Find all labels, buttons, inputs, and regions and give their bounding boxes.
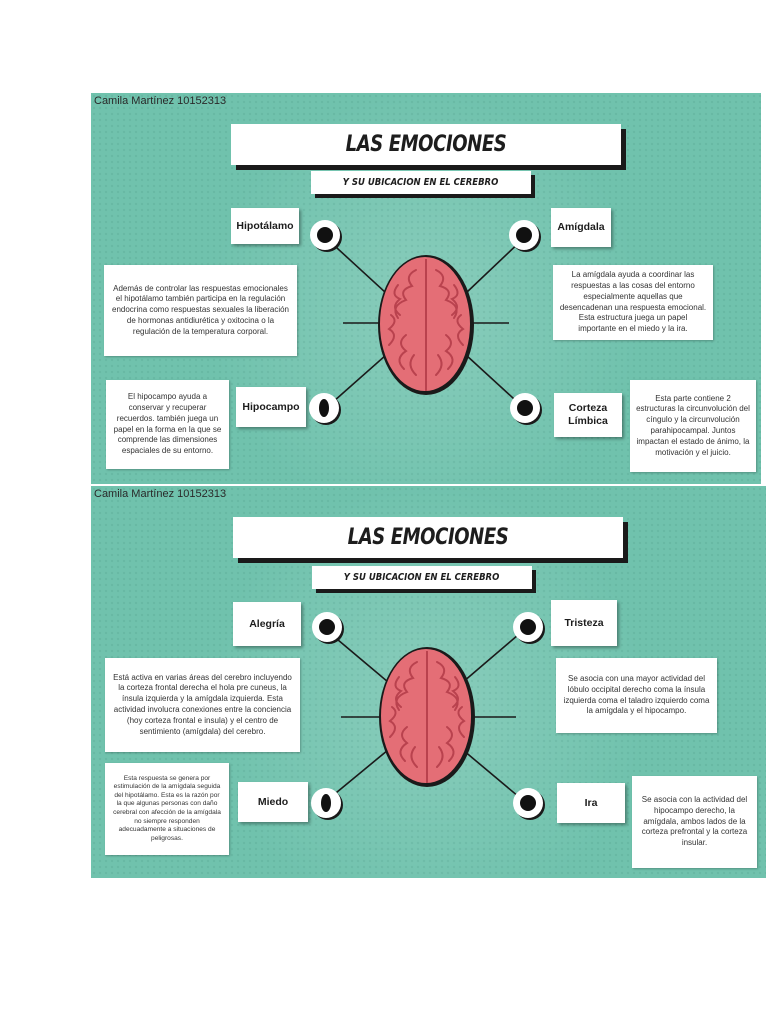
desc-miedo: Esta respuesta se genera por estimulació… bbox=[105, 763, 229, 855]
target-dot-icon bbox=[513, 612, 543, 642]
label-tristeza: Tristeza bbox=[551, 600, 617, 646]
page-subtitle: Y SU UBICACION EN EL CEREBRO bbox=[343, 177, 499, 188]
target-dot-icon bbox=[509, 220, 539, 250]
infographic-panel-2: Camila Martínez 10152313 LAS EMOCIONES Y… bbox=[91, 486, 766, 878]
target-dot-icon bbox=[310, 220, 340, 250]
page-title: LAS EMOCIONES bbox=[345, 132, 507, 157]
label-miedo: Miedo bbox=[238, 782, 308, 822]
target-dot-icon bbox=[510, 393, 540, 423]
subtitle-banner: Y SU UBICACION EN EL CEREBRO bbox=[311, 171, 531, 194]
author-name: Camila Martínez 10152313 bbox=[94, 488, 227, 500]
page-subtitle: Y SU UBICACION EN EL CEREBRO bbox=[344, 572, 500, 583]
target-dot-icon bbox=[311, 788, 341, 818]
desc-ira: Se asocia con la actividad del hipocampo… bbox=[632, 776, 757, 868]
target-dot-icon bbox=[309, 393, 339, 423]
target-dot-icon bbox=[312, 612, 342, 642]
desc-amigdala: La amígdala ayuda a coordinar las respue… bbox=[553, 265, 713, 340]
desc-hipocampo: El hipocampo ayuda a conservar y recuper… bbox=[106, 380, 229, 469]
target-dot-icon bbox=[513, 788, 543, 818]
page-title: LAS EMOCIONES bbox=[347, 525, 509, 550]
label-hipocampo: Hipocampo bbox=[236, 387, 306, 427]
label-alegria: Alegría bbox=[233, 602, 301, 646]
label-corteza-limbica: Corteza Límbica bbox=[554, 393, 622, 437]
label-ira: Ira bbox=[557, 783, 625, 823]
desc-hipotalamo: Además de controlar las respuestas emoci… bbox=[104, 265, 297, 356]
subtitle-banner: Y SU UBICACION EN EL CEREBRO bbox=[312, 566, 532, 589]
desc-alegria: Está activa en varias áreas del cerebro … bbox=[105, 658, 300, 752]
desc-corteza-limbica: Esta parte contiene 2 estructuras la cir… bbox=[630, 380, 756, 472]
label-amigdala: Amígdala bbox=[551, 208, 611, 247]
infographic-panel-1: Camila Martínez 10152313 LAS EMOCIONES Y… bbox=[91, 93, 761, 484]
label-hipotalamo: Hipotálamo bbox=[231, 208, 299, 244]
title-banner: LAS EMOCIONES bbox=[231, 124, 621, 165]
author-name: Camila Martínez 10152313 bbox=[94, 95, 227, 107]
title-banner: LAS EMOCIONES bbox=[233, 517, 623, 558]
desc-tristeza: Se asocia con una mayor actividad del ló… bbox=[556, 658, 717, 733]
